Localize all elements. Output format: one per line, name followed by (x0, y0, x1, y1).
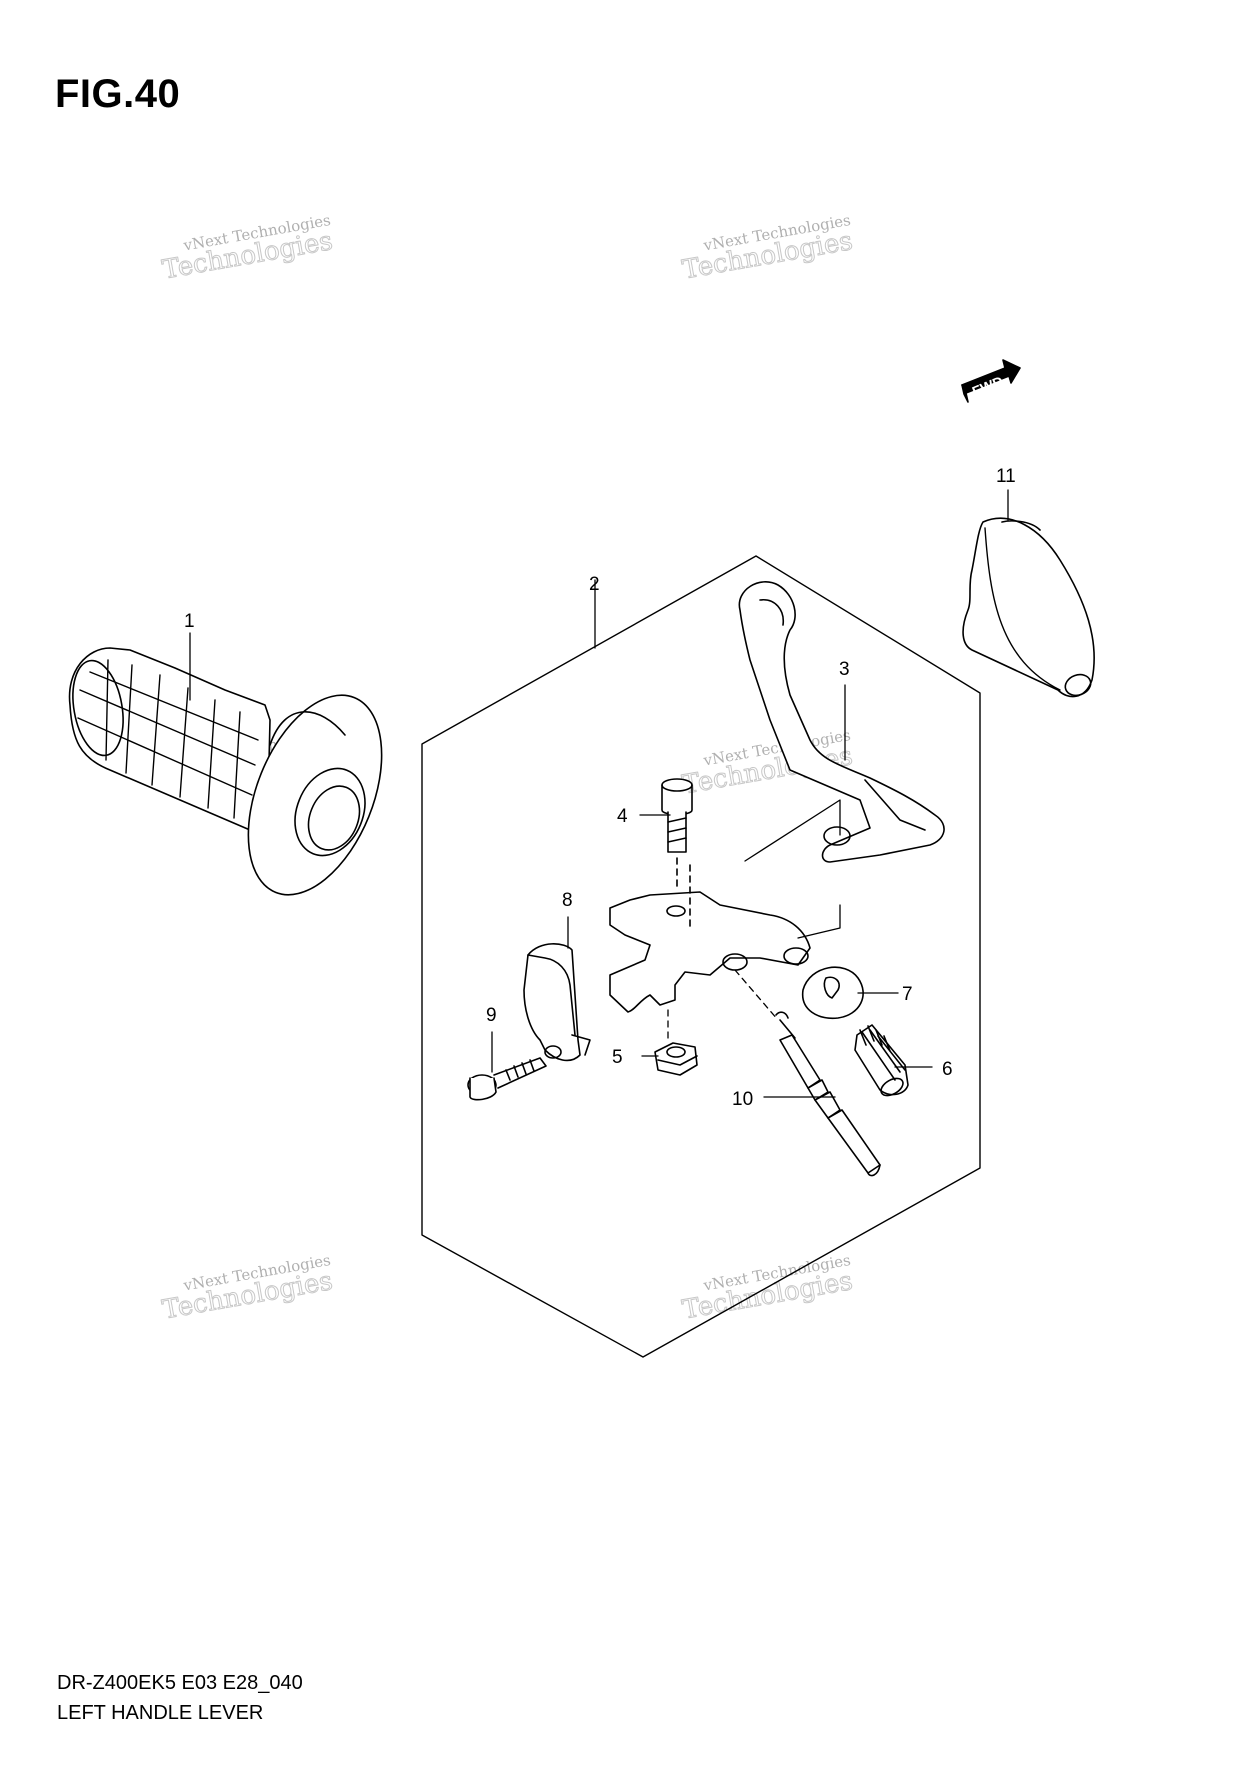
callout-9: 9 (486, 1005, 497, 1026)
callout-10: 10 (732, 1089, 753, 1110)
model-code-label: DR-Z400EK5 E03 E28_040 (57, 1672, 303, 1694)
clamp-screw-part (467, 1057, 547, 1101)
diagram-caption: DR-Z400EK5 E03 E28_040 LEFT HANDLE LEVER (57, 1668, 303, 1728)
clutch-lever-part (738, 581, 945, 863)
adjuster-washer-part (802, 966, 864, 1019)
lever-bracket-part (609, 864, 811, 1013)
figure-title: FIG.40 (55, 72, 181, 116)
callout-5: 5 (612, 1047, 623, 1068)
lever-nut-part (654, 1042, 698, 1076)
callout-6: 6 (942, 1059, 953, 1080)
callout-2: 2 (589, 574, 600, 595)
callout-8: 8 (562, 890, 573, 911)
handle-clamp-part (523, 943, 591, 1062)
lever-cover-part (962, 517, 1095, 698)
callout-4: 4 (617, 806, 628, 827)
assembly-guide-lines (667, 799, 841, 1041)
callout-11: 11 (996, 466, 1016, 487)
fwd-label: FWD (970, 373, 1006, 400)
callout-leader-lines (189, 489, 1009, 1098)
callout-1: 1 (184, 611, 195, 632)
lever-bolt-part (661, 778, 693, 889)
callout-3: 3 (839, 659, 850, 680)
kit-boundary-outline (421, 555, 981, 1358)
cable-adjuster-part (854, 1024, 909, 1097)
handle-grip-part (68, 647, 383, 896)
diagram-name-label: LEFT HANDLE LEVER (57, 1702, 264, 1724)
callout-7: 7 (902, 984, 913, 1005)
fwd-arrow-icon: FWD (961, 359, 1021, 403)
clutch-cable-part (775, 1011, 881, 1177)
callout-numbers: 1 2 3 4 5 6 7 8 9 10 11 (184, 466, 1016, 1110)
